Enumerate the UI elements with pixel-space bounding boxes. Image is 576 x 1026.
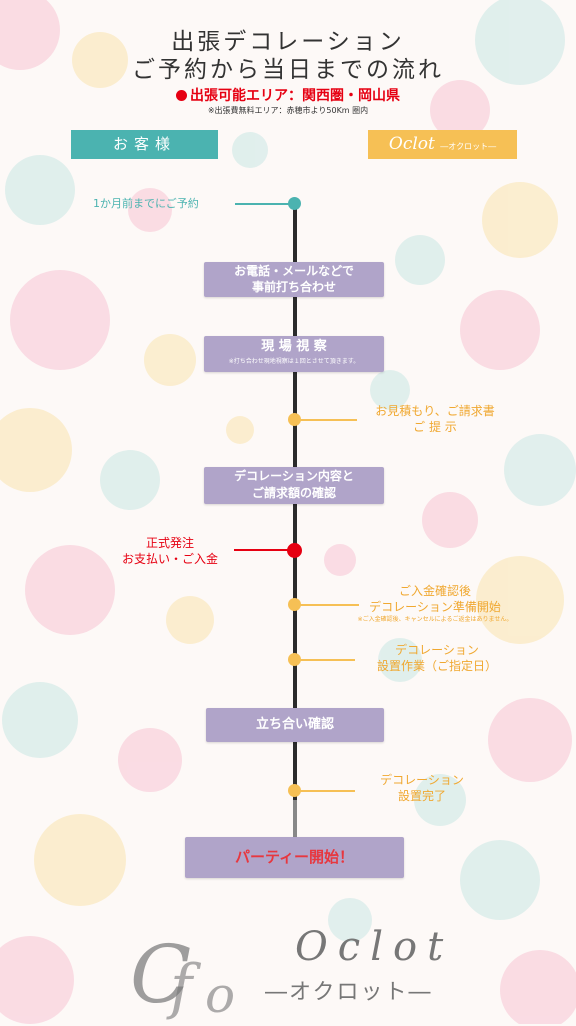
company-column-header: Oclot ―オクロット― (368, 130, 517, 159)
step-prep: ご入金確認後 デコレーション準備開始 ※ご入金確認後、キャンセルによるご返金はあ… (355, 583, 515, 624)
connector-prep (297, 604, 359, 606)
step-meeting-line1: お電話・メールなどで (234, 264, 354, 278)
step-reserve: 1か月前までにご予約 (93, 197, 199, 210)
connector-reserve (235, 203, 293, 205)
step-install-line1: デコレーション (395, 643, 479, 657)
step-confirm-box: デコレーション内容と ご請求額の確認 (204, 467, 384, 504)
step-witness-box: 立ち合い確認 (206, 708, 384, 742)
step-complete-line1: デコレーション (380, 773, 464, 787)
oclot-logo: C f o Oclot ―オクロット― (130, 912, 460, 1024)
connector-order (234, 549, 293, 551)
step-confirm-line2: ご請求額の確認 (251, 486, 336, 500)
step-meeting-box: お電話・メールなどで 事前打ち合わせ (204, 262, 384, 297)
step-survey-box: 現 場 視 察 ※打ち合わせ現地視察は１回とさせて頂きます。 (204, 336, 384, 372)
step-install: デコレーション 設置作業（ご指定日） (362, 642, 512, 674)
logo-mark-icon: C f o (130, 928, 235, 1024)
step-estimate-line2: ご 提 示 (413, 420, 457, 434)
step-estimate-line1: お見積もり、ご請求書 (375, 404, 495, 418)
timeline-dot-prep (288, 598, 301, 611)
free-area-note: ※出張費無料エリア：赤穂市より50Km 圏内 (207, 106, 369, 115)
step-survey-note: ※打ち合わせ現地視察は１回とさせて頂きます。 (228, 358, 360, 365)
company-name: Oclot (388, 134, 435, 154)
step-order-line2: お支払い・ご入金 (121, 552, 218, 566)
svg-text:o: o (205, 966, 235, 1022)
step-survey-title: 現 場 視 察 (261, 339, 327, 354)
step-confirm-line1: デコレーション内容と (234, 469, 354, 483)
step-complete: デコレーション 設置完了 (357, 772, 487, 804)
connector-install (297, 659, 355, 661)
timeline-dot-order (287, 543, 302, 558)
step-estimate: お見積もり、ご請求書 ご 提 示 (360, 403, 510, 435)
service-area-text: 出張可能エリア：関西圏・岡山県 (190, 88, 400, 104)
step-meeting-line2: 事前打ち合わせ (251, 280, 336, 294)
page-title-line2: ご予約から当日までの流れ (132, 57, 444, 83)
connector-estimate (297, 419, 357, 421)
timeline-dot-complete (288, 784, 301, 797)
svg-text:C: C (130, 928, 191, 1021)
step-install-line2: 設置作業（ご指定日） (376, 659, 497, 673)
timeline-dot-reserve (288, 197, 301, 210)
connector-complete (297, 790, 355, 792)
company-kana: ―オクロット― (440, 142, 497, 151)
step-party-box: パーティー開始！ (185, 837, 404, 878)
logo-text: Oclot (295, 924, 454, 970)
timeline-dot-install (288, 653, 301, 666)
timeline-line (293, 203, 297, 845)
customer-column-header: お客様 (71, 130, 218, 159)
service-area: 出張可能エリア：関西圏・岡山県 (0, 85, 576, 105)
timeline-line-end (293, 800, 297, 845)
page-title-line1: 出張デコレーション (171, 29, 405, 55)
svg-text:f: f (166, 952, 202, 1022)
step-prep-line1: ご入金確認後 (398, 584, 471, 598)
logo-kana: ―オクロット― (265, 980, 433, 1005)
step-order-line1: 正式発注 (145, 536, 194, 550)
red-dot-icon (176, 90, 187, 101)
step-complete-line2: 設置完了 (397, 789, 446, 803)
step-order: 正式発注 お支払い・ご入金 (110, 535, 230, 567)
step-prep-line2: デコレーション準備開始 (369, 600, 501, 614)
timeline-dot-estimate (288, 413, 301, 426)
step-prep-note: ※ご入金確認後、キャンセルによるご返金はありません。 (357, 616, 513, 623)
